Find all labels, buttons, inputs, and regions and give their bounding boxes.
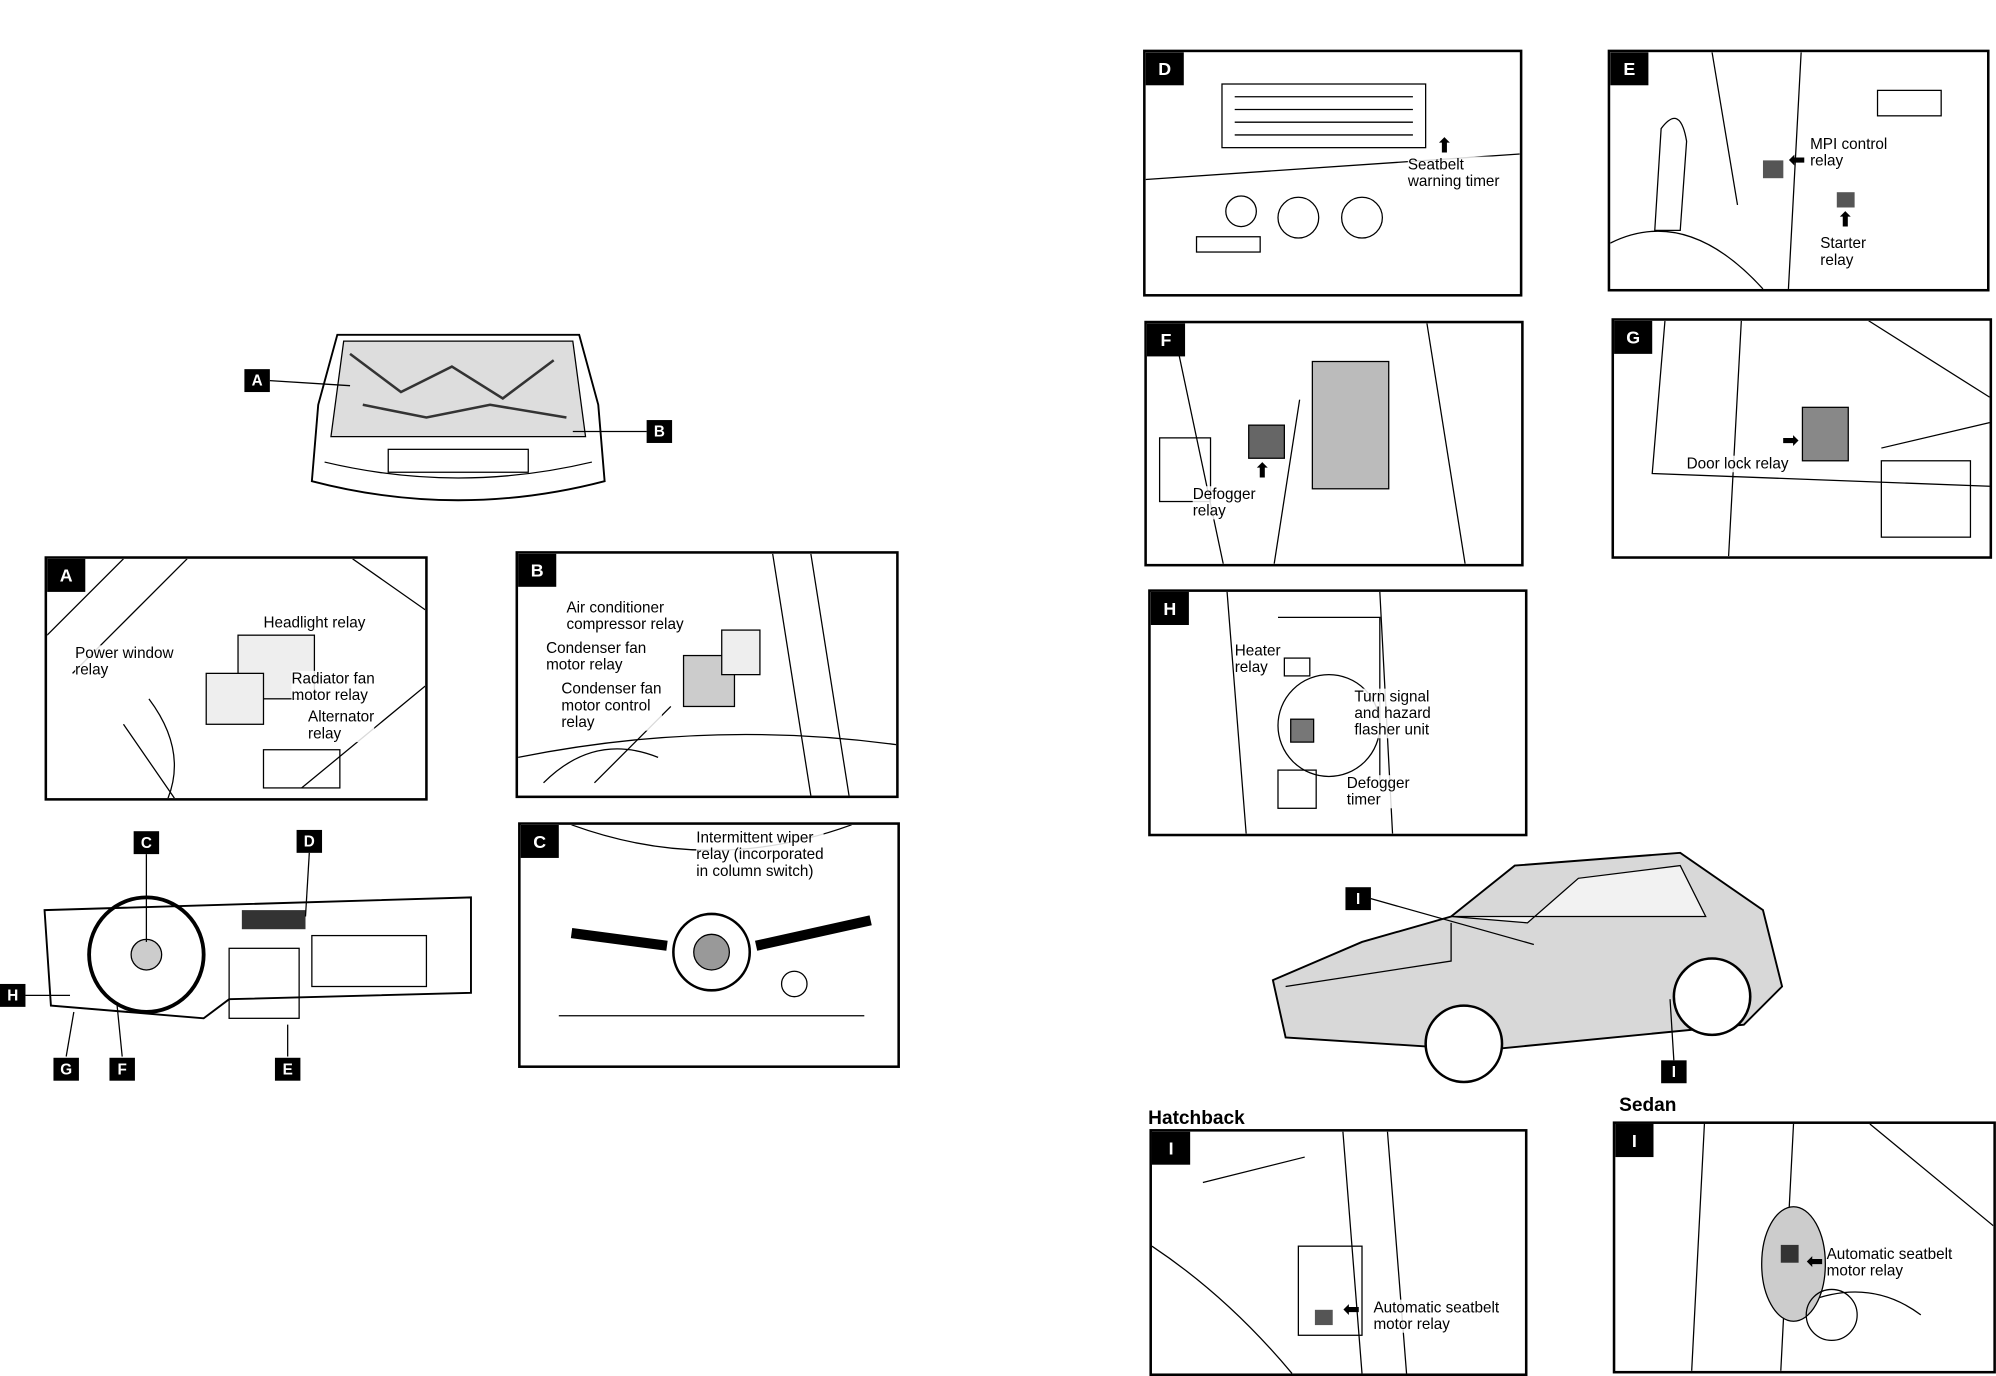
marker-c-dash: C — [133, 831, 160, 855]
caption-sedan: Sedan — [1619, 1094, 1677, 1117]
marker-b-engine: B — [646, 420, 673, 443]
arrow-up-icon: ⬆ — [1836, 207, 1854, 232]
label-seatbelt-warning-timer: Seatbelt warning timer — [1407, 155, 1500, 190]
panel-g-badge: G — [1614, 320, 1653, 354]
panel-a-badge: A — [47, 558, 86, 592]
panel-h: H Heater relay Turn signal and hazard fl… — [1148, 589, 1528, 837]
label-auto-seatbelt-relay-sedan: Automatic seatbelt motor relay — [1826, 1244, 1953, 1280]
panel-f: F ⬆ Defogger relay — [1144, 320, 1524, 567]
engine-bay-overview — [299, 328, 617, 513]
label-defogger-timer: Defogger timer — [1346, 773, 1410, 809]
panel-a: A Headlight relay Power window relay Rad… — [44, 556, 428, 801]
engine-leader-lines — [269, 379, 647, 433]
label-defogger-relay: Defogger relay — [1192, 484, 1256, 520]
panel-g-drawing — [1651, 320, 1990, 557]
label-turn-signal-hazard-flasher: Turn signal and hazard flasher unit — [1354, 687, 1431, 739]
marker-e-dash: E — [274, 1057, 301, 1081]
caption-hatchback: Hatchback — [1148, 1107, 1245, 1130]
car-leader-lines — [1370, 898, 1675, 1061]
arrow-up-icon: ⬆ — [1435, 133, 1453, 158]
car-overview — [1260, 846, 1788, 1088]
panel-a-drawing — [47, 558, 426, 799]
arrow-left-icon: ⬅ — [1788, 147, 1806, 172]
label-power-window-relay: Power window relay — [75, 644, 174, 679]
marker-h-dash: H — [0, 983, 26, 1007]
panel-c-badge: C — [520, 824, 559, 858]
label-headlight-relay: Headlight relay — [263, 613, 366, 632]
panel-e-drawing — [1610, 52, 1942, 289]
panel-i-sedan: I ⬅ Automatic seatbelt motor relay — [1612, 1121, 1996, 1374]
label-intermittent-wiper-relay: Intermittent wiper relay (incorporated i… — [696, 828, 824, 880]
arrow-left-icon: ⬅ — [1342, 1297, 1360, 1322]
panel-f-drawing — [1158, 323, 1466, 564]
panel-i-hatchback: I ⬅ Automatic seatbelt motor relay — [1149, 1129, 1528, 1376]
marker-d-dash: D — [296, 829, 323, 853]
panel-c: C Intermittent wiper relay (incorporated… — [518, 822, 900, 1068]
arrow-up-icon: ⬆ — [1253, 458, 1271, 483]
panel-i-sedan-drawing — [1691, 1123, 1994, 1371]
label-starter-relay: Starter relay — [1820, 234, 1867, 269]
marker-i-car-top: I — [1345, 887, 1371, 911]
label-ac-compressor-relay: Air conditioner compressor relay — [566, 598, 684, 633]
panel-e-badge: E — [1610, 52, 1649, 86]
panel-f-badge: F — [1146, 323, 1186, 357]
label-radiator-fan-motor-relay: Radiator fan motor relay — [291, 669, 375, 704]
marker-a-engine: A — [244, 369, 270, 393]
marker-g-dash: G — [53, 1057, 79, 1081]
label-door-lock-relay: Door lock relay — [1686, 454, 1789, 473]
label-heater-relay: Heater relay — [1234, 641, 1281, 676]
panel-d-badge: D — [1145, 52, 1184, 86]
panel-b-drawing — [518, 553, 897, 796]
panel-b-badge: B — [518, 553, 557, 587]
panel-i-sedan-badge: I — [1615, 1123, 1654, 1158]
label-condenser-fan-motor-control-relay: Condenser fan motor control relay — [561, 679, 662, 731]
panel-e: E ⬅ MPI control relay ⬆ Starter relay — [1607, 49, 1990, 292]
panel-b: B Air conditioner compressor relay Conde… — [515, 551, 899, 799]
label-auto-seatbelt-relay-hatchback: Automatic seatbelt motor relay — [1373, 1298, 1500, 1333]
marker-i-car-bottom: I — [1661, 1060, 1687, 1084]
panel-i-hatchback-badge: I — [1151, 1131, 1191, 1165]
panel-h-drawing — [1226, 591, 1394, 834]
arrow-right-icon: ➡ — [1782, 427, 1800, 452]
engine-bay-drawing — [310, 333, 606, 502]
label-condenser-fan-motor-relay: Condenser fan motor relay — [546, 638, 647, 674]
car-drawing — [1271, 851, 1784, 1084]
label-mpi-control-relay: MPI control relay — [1810, 134, 1888, 170]
label-alternator-relay: Alternator relay — [308, 707, 375, 743]
panel-h-badge: H — [1150, 591, 1189, 625]
marker-f-dash: F — [109, 1057, 135, 1081]
panel-d: D ⬆ Seatbelt warning timer — [1143, 49, 1523, 297]
dash-leader-lines — [25, 852, 310, 1057]
panel-i-hatchback-drawing — [1151, 1131, 1408, 1374]
arrow-left-icon: ⬅ — [1806, 1248, 1824, 1273]
panel-g: G ➡ Door lock relay — [1611, 318, 1993, 559]
